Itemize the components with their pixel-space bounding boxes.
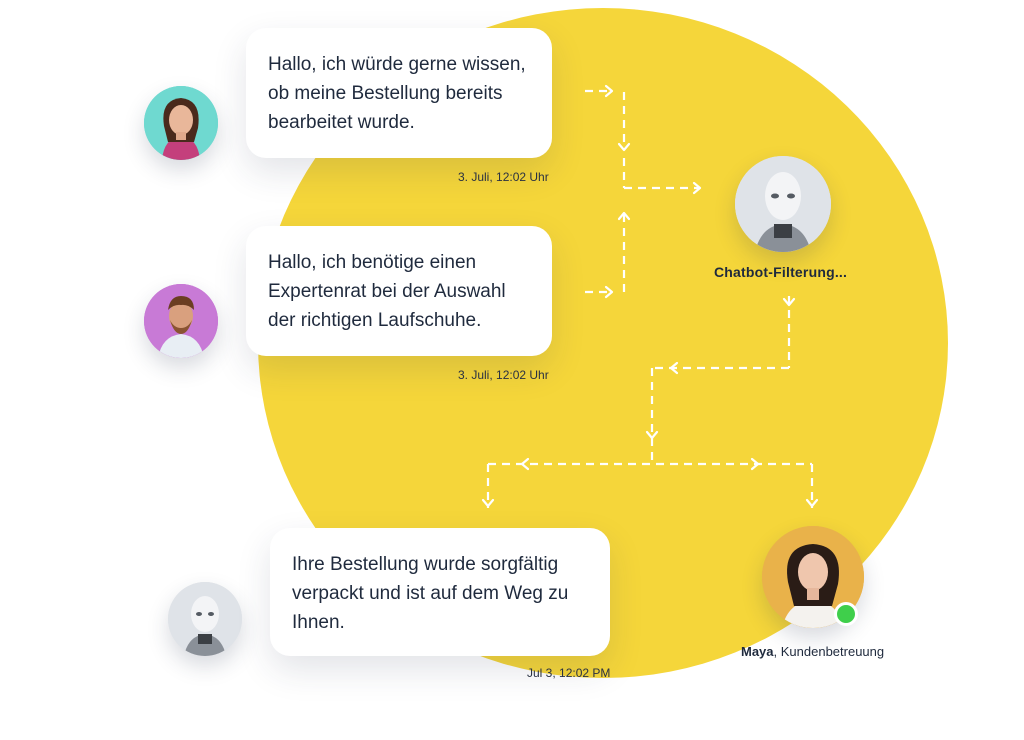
chat-bubble-customer-1: Hallo, ich würde gerne wissen, ob meine …: [246, 28, 552, 158]
arrow-icon: [604, 84, 614, 98]
arrow-icon: [520, 457, 530, 471]
message-text: Hallo, ich benötige einen Expertenrat be…: [268, 252, 506, 331]
arrow-icon: [481, 498, 495, 508]
message-timestamp: 3. Juli, 12:02 Uhr: [458, 170, 549, 184]
chat-bubble-bot-reply: Ihre Bestellung wurde sorgfältig verpack…: [270, 528, 610, 656]
chatbot-avatar: [735, 156, 831, 252]
agent-name: Maya: [741, 644, 774, 659]
arrow-icon: [669, 361, 679, 375]
robot-avatar: [168, 582, 242, 656]
agent-role: , Kundenbetreuung: [773, 644, 885, 659]
arrow-icon: [645, 430, 659, 440]
user-avatar-woman: [144, 86, 218, 160]
arrow-icon: [617, 142, 631, 152]
chatbot-label: Chatbot-Filterung...: [714, 264, 848, 280]
message-text: Hallo, ich würde gerne wissen, ob meine …: [268, 54, 526, 133]
message-timestamp: Jul 3, 12:02 PM: [527, 666, 611, 680]
agent-label: Maya, Kundenbetreuung: [741, 644, 884, 659]
user-avatar-man: [144, 284, 218, 358]
arrow-icon: [617, 211, 631, 221]
message-text: Ihre Bestellung wurde sorgfältig verpack…: [292, 554, 569, 633]
arrow-icon: [805, 498, 819, 508]
arrow-icon: [782, 297, 796, 307]
chat-bubble-customer-2: Hallo, ich benötige einen Expertenrat be…: [246, 226, 552, 356]
message-timestamp: 3. Juli, 12:02 Uhr: [458, 368, 549, 382]
arrow-icon: [604, 285, 614, 299]
arrow-icon: [692, 181, 702, 195]
online-status-dot: [834, 602, 858, 626]
agent-avatar: [762, 526, 864, 628]
arrow-icon: [750, 457, 760, 471]
